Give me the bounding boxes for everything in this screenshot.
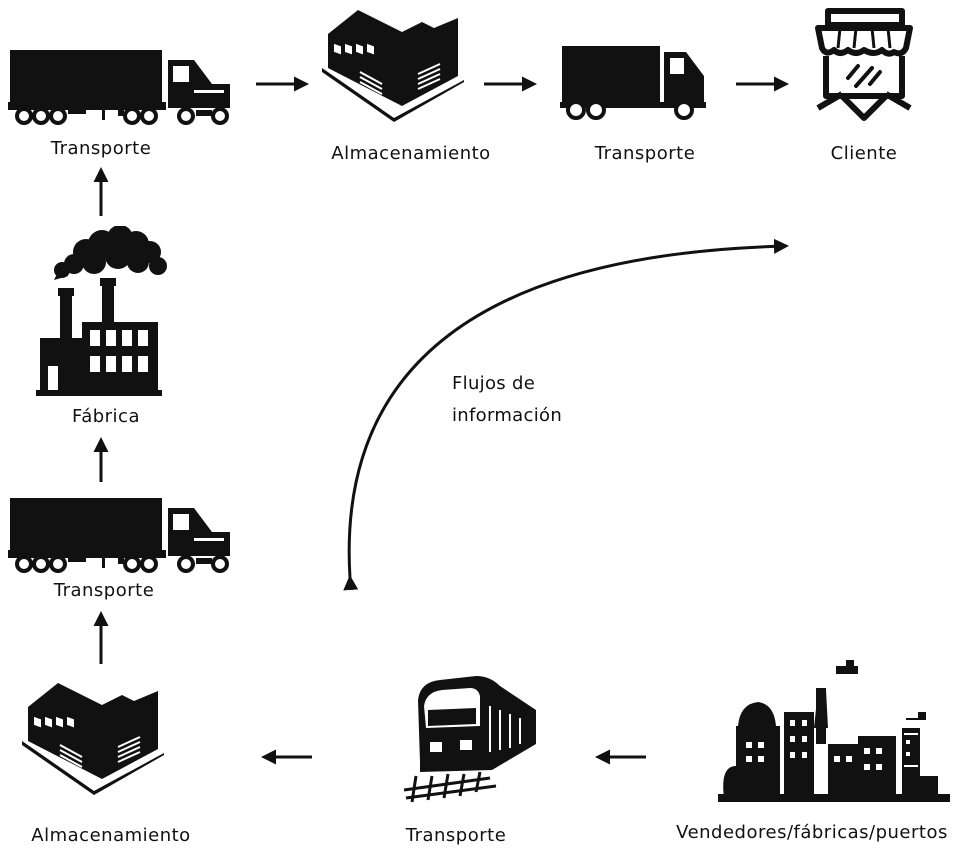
- store-icon: [815, 8, 913, 121]
- label-factory: Fábrica: [72, 406, 140, 427]
- warehouse-icon: [22, 683, 164, 795]
- info-flow-line2: información: [452, 405, 563, 426]
- train-icon: [403, 676, 536, 803]
- label-transport-top-left: Transporte: [50, 138, 152, 159]
- label-warehouse-bottom: Almacenamiento: [31, 825, 191, 846]
- box-truck-icon: [560, 46, 706, 120]
- label-warehouse-top: Almacenamiento: [331, 143, 491, 164]
- warehouse-icon: [322, 10, 464, 122]
- label-client: Cliente: [830, 143, 898, 164]
- info-flow-label: Flujos de información: [452, 368, 562, 432]
- info-flow-line1: Flujos de: [452, 373, 536, 394]
- label-transport-bottom: Transporte: [405, 825, 507, 846]
- semi-truck-icon: [8, 498, 230, 573]
- industrial-skyline-icon: [718, 660, 950, 802]
- info-flow-curve: [343, 238, 789, 591]
- label-transport-top-right: Transporte: [594, 143, 696, 164]
- label-vendors: Vendedores/fábricas/puertos: [676, 822, 948, 843]
- factory-icon: [36, 226, 167, 396]
- label-transport-mid-left: Transporte: [53, 580, 155, 601]
- semi-truck-icon: [8, 50, 230, 125]
